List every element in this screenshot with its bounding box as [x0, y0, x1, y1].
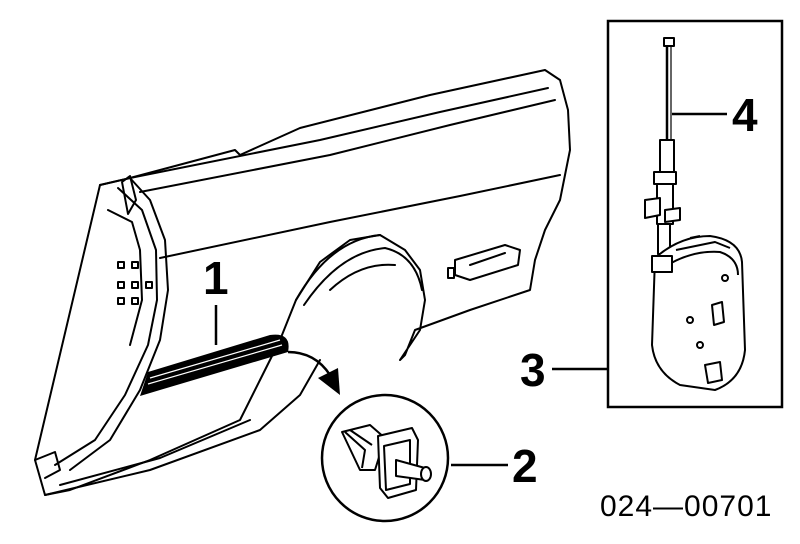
callout-1: 1 — [203, 252, 229, 304]
antenna-frame — [606, 19, 784, 409]
callout-4: 4 — [732, 89, 758, 141]
callout-2: 2 — [512, 440, 538, 492]
side-molding-strip — [140, 334, 289, 396]
callout-3: 3 — [520, 344, 546, 396]
diagram-reference-code: 024—00701 — [600, 490, 773, 523]
antenna-assembly — [644, 37, 746, 391]
quarter-panel — [34, 69, 571, 496]
clip-detail — [320, 393, 450, 523]
detail-arrow — [287, 350, 340, 395]
